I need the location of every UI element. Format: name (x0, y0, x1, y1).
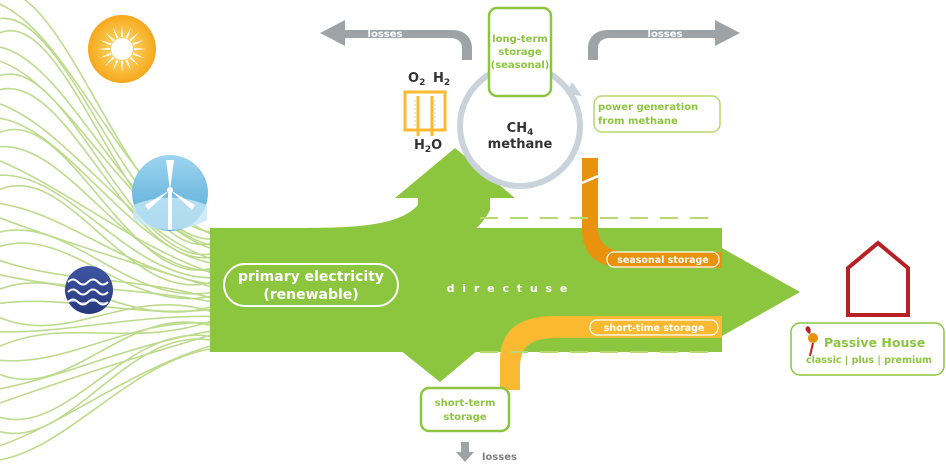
sun-ray (112, 59, 119, 72)
svg-text:seasonal storage: seasonal storage (617, 255, 709, 266)
losses-label-left: losses (368, 29, 403, 40)
sun-ray (132, 39, 145, 46)
o2-label: O2 (408, 71, 425, 88)
sun-icon (88, 15, 156, 83)
h2o-label: H2O (414, 138, 442, 155)
cycle-arrowhead-right (566, 82, 582, 96)
losses-arrow-left (320, 20, 472, 60)
sun-ray (129, 56, 139, 66)
swirl-line (0, 29, 216, 246)
passive-house-logo-icon (805, 326, 818, 357)
sun-ray (112, 26, 119, 39)
sun-ray (120, 25, 124, 38)
passive-house-classes: classic | plus | premium (806, 355, 932, 366)
swirl-line (0, 347, 216, 461)
power-generation-box: power generation from methane (593, 95, 721, 133)
swirl-line (0, 160, 216, 275)
swirl-line (0, 184, 216, 286)
electrolysis-cell (403, 90, 447, 136)
swirl-line (0, 322, 216, 362)
water-waves-icon (65, 266, 113, 314)
sun-ray (105, 56, 115, 66)
methane-formula: CH4 (507, 121, 534, 138)
passive-house-title: Passive House (824, 335, 925, 350)
swirl-line (0, 333, 216, 404)
swirl-line (0, 321, 216, 381)
short-term-line2: storage (443, 412, 486, 423)
long-term-line3: (seasonal) (491, 60, 550, 71)
swirl-line (0, 319, 216, 347)
energy-swirl-lines (0, 0, 216, 461)
swirl-line (0, 338, 216, 435)
swirl-line (0, 128, 216, 271)
losses-arrow-down (456, 442, 474, 462)
swirl-line (0, 217, 216, 289)
swirl-line (0, 17, 216, 240)
sun-ray (132, 52, 145, 59)
swirl-line (0, 60, 216, 251)
swirl-line (0, 315, 216, 333)
swirl-line (0, 103, 216, 261)
sun-ray (99, 52, 112, 59)
short-term-line1: short-term (435, 398, 496, 409)
short-term-storage-box: short-term storage (419, 386, 511, 433)
swirl-line (0, 73, 216, 256)
sun-ray (98, 47, 111, 51)
long-term-storage-box: long-term storage (seasonal) (487, 6, 553, 98)
short-time-storage-label: short-time storage (589, 319, 719, 336)
h2-label: H2 (433, 71, 450, 88)
direct-use-label: d i r e c t u s e (447, 282, 570, 295)
long-term-line1: long-term (492, 34, 548, 45)
sun-ray (105, 32, 115, 42)
sun-ray (125, 26, 132, 39)
upper-branch-arrow (210, 148, 515, 272)
power-gen-line1: power generation (598, 102, 698, 113)
swirl-line (0, 46, 216, 247)
swirl-line (0, 334, 216, 421)
losses-arrow-right (588, 20, 740, 60)
sun-ray (120, 60, 124, 73)
passive-house-box: Passive House classic | plus | premium (790, 322, 945, 376)
methane-name: methane (488, 137, 553, 152)
svg-text:short-time storage: short-time storage (604, 323, 705, 334)
power-gen-line2: from methane (598, 116, 678, 127)
swirl-line (0, 145, 216, 272)
swirl-line (0, 229, 216, 295)
wind-turbine-icon (132, 155, 208, 231)
house-icon (846, 240, 910, 317)
swirl-line (0, 343, 216, 447)
sun-ray (125, 59, 132, 72)
sun-ray (99, 39, 112, 46)
swirl-line (0, 304, 216, 327)
swirl-line (0, 117, 216, 265)
losses-label-bottom: losses (482, 452, 517, 463)
primary-line1: primary electricity (238, 269, 384, 285)
lower-branch-arrow (210, 290, 478, 382)
long-term-line2: storage (498, 47, 541, 58)
sun-ray (133, 47, 146, 51)
sun-ray (129, 32, 139, 42)
seasonal-storage-label: seasonal storage (606, 251, 720, 268)
swirl-line (0, 174, 216, 279)
primary-electricity-label: primary electricity (renewable) (223, 263, 399, 307)
primary-line2: (renewable) (263, 287, 358, 303)
losses-label-right: losses (648, 29, 683, 40)
seasonal-storage-flow (581, 158, 722, 268)
